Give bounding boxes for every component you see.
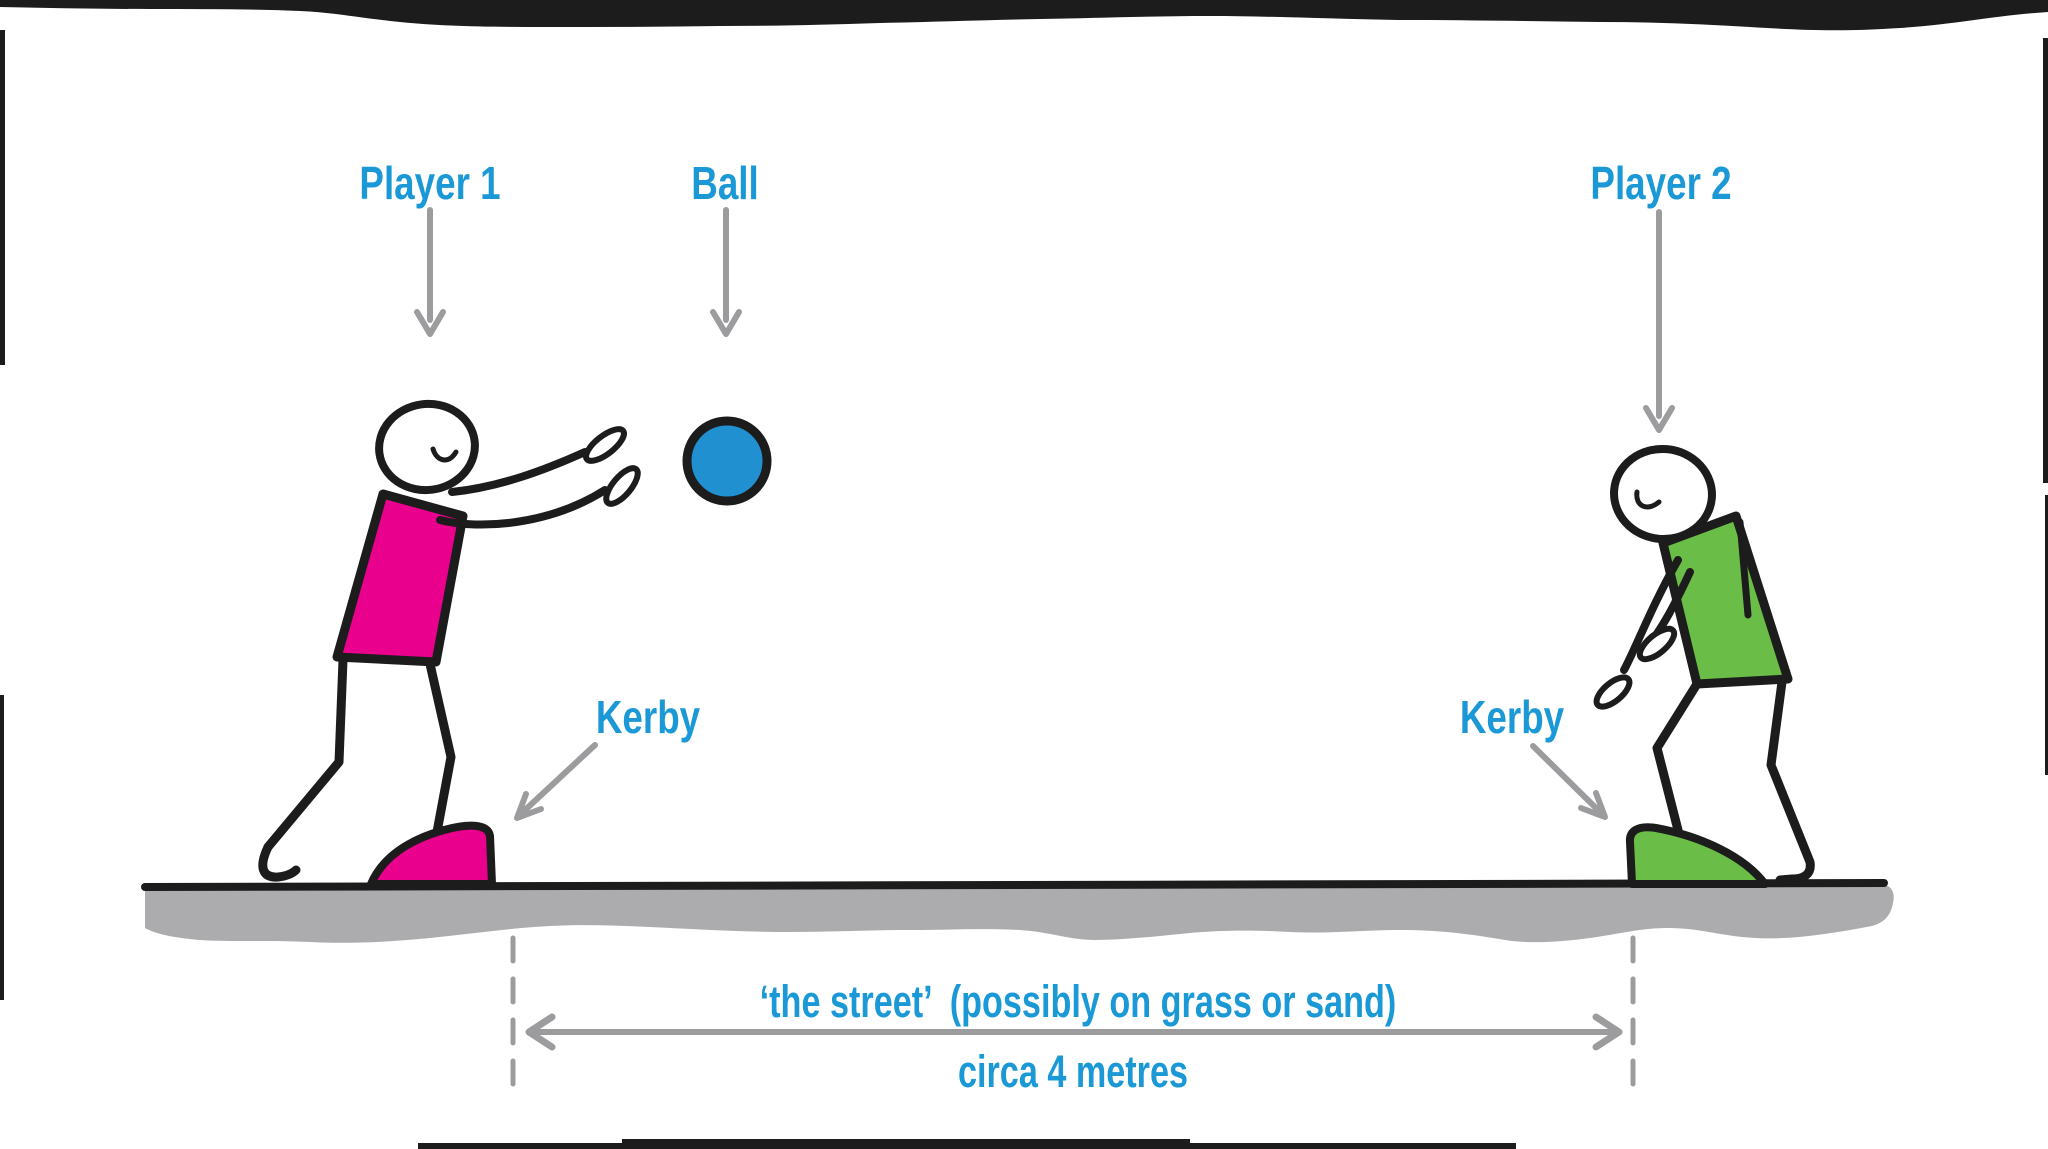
frame-right-edge-lower xyxy=(2045,495,2048,775)
kerby-right-label: Kerby xyxy=(1459,691,1565,743)
kerby-left-arrow xyxy=(521,742,598,814)
player1-back-foot xyxy=(258,842,301,882)
player2-arrowhead xyxy=(1643,405,1675,433)
player2-lower-arm xyxy=(1620,556,1682,674)
player1-arrowhead xyxy=(414,309,446,337)
frame-top-edge xyxy=(0,0,2048,31)
kerby-left-arrowhead xyxy=(514,791,544,821)
player2-figure xyxy=(1593,444,1815,885)
player1-lower-arm xyxy=(436,486,609,529)
ball-arrowhead xyxy=(710,309,742,337)
kerb-left-shape xyxy=(367,821,496,888)
player1-front-leg xyxy=(425,659,456,837)
distance-caption: circa 4 metres xyxy=(957,1046,1189,1097)
frame-left-edge-lower xyxy=(0,695,4,1000)
street-caption: ‘the street’ (possibly on grass or sand) xyxy=(759,976,1397,1027)
annotation-arrows xyxy=(414,207,1675,821)
measurement xyxy=(510,935,1636,1105)
player1-label: Player 1 xyxy=(359,157,501,209)
player1-back-leg xyxy=(263,655,348,852)
player2-eye xyxy=(1634,489,1662,510)
frame-right-edge-upper xyxy=(2043,38,2048,483)
player2-left-leg xyxy=(1652,679,1702,835)
player1-lower-hand xyxy=(603,465,641,507)
player2-lower-hand xyxy=(1593,674,1633,710)
kerb-right-shape xyxy=(1625,823,1769,888)
player1-shirt xyxy=(332,489,468,667)
street-surface xyxy=(145,885,1894,943)
player1-upper-hand xyxy=(583,426,627,464)
player2-upper-hand xyxy=(1636,625,1678,663)
ball-shape xyxy=(682,416,772,506)
player2-shirt xyxy=(1658,511,1793,689)
player2-shirt-fold xyxy=(1736,518,1752,619)
kerby-left-label: Kerby xyxy=(595,691,701,743)
frame-bottom-edge-thick xyxy=(622,1139,1190,1149)
street xyxy=(141,879,1894,943)
player1-figure xyxy=(258,399,641,882)
distance-arrowhead-left xyxy=(525,1013,556,1051)
player1-upper-arm xyxy=(448,448,589,496)
kerby-right-arrowhead xyxy=(1578,790,1608,820)
kerby-right-arrow xyxy=(1530,743,1602,814)
player2-label: Player 2 xyxy=(1590,157,1732,209)
distance-arrowhead-right xyxy=(1592,1013,1623,1051)
player2-right-leg xyxy=(1766,677,1815,885)
player1-head xyxy=(375,399,479,495)
player1-eye xyxy=(430,446,459,463)
ball-label: Ball xyxy=(691,157,759,209)
frame-left-edge-upper xyxy=(0,30,5,365)
player2-head xyxy=(1610,444,1716,544)
